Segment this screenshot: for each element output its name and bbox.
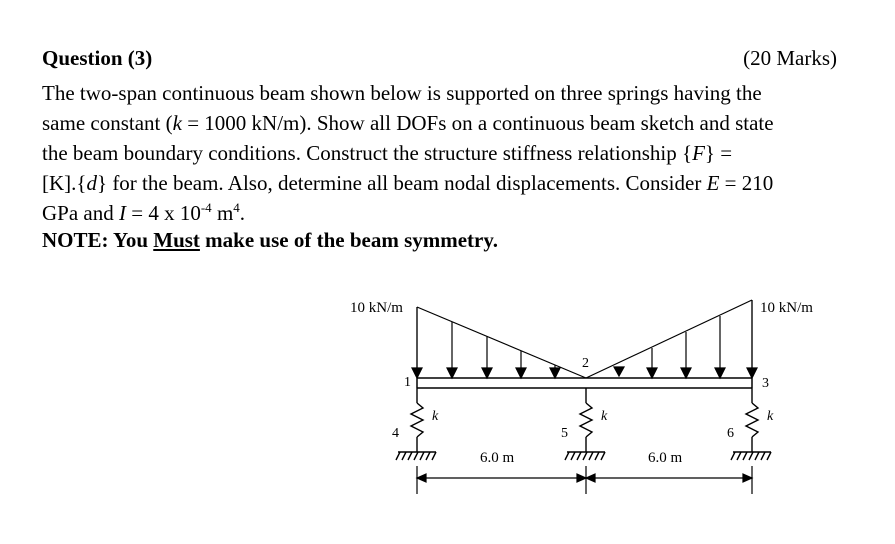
note-must: Must (153, 228, 200, 252)
spring-k-middle: k (601, 409, 608, 424)
load-arrow (481, 336, 493, 380)
spring-middle (564, 388, 606, 461)
span-label-right: 6.0 m (648, 450, 683, 466)
spring-k-right: k (767, 409, 774, 424)
spring-label-5: 5 (561, 426, 568, 441)
node-label-3: 3 (762, 376, 769, 391)
load-arrow (411, 307, 423, 380)
spring-left (395, 388, 437, 461)
problem-line-2: same constant (k = 1000 kN/m). Show all … (42, 111, 774, 135)
spring-label-6: 6 (727, 426, 734, 441)
load-arrow (515, 351, 527, 380)
load-arrow (646, 348, 658, 380)
problem-line-5: GPa and I = 4 x 10-4 m4. (42, 200, 246, 225)
spring-right (730, 388, 772, 461)
problem-statement: The two-span continuous beam shown below… (42, 78, 842, 228)
load-arrow (612, 366, 626, 378)
question-title: Question (3) (42, 46, 153, 70)
load-label-left: 10 kN/m (350, 300, 403, 316)
node-label-1: 1 (404, 375, 411, 390)
problem-line-4: [K].{d} for the beam. Also, determine al… (42, 171, 774, 195)
load-arrow (549, 365, 561, 380)
load-arrow (680, 332, 692, 380)
span-label-left: 6.0 m (480, 450, 515, 466)
load-arrow (446, 322, 458, 380)
beam (416, 377, 753, 389)
node-label-2: 2 (582, 356, 589, 371)
spring-label-4: 4 (392, 426, 399, 441)
load-arrow (746, 300, 758, 380)
question-marks: (20 Marks) (743, 46, 837, 70)
note-line: NOTE: You Must make use of the beam symm… (42, 228, 498, 252)
load-arrows (411, 300, 758, 380)
dimension-lines (415, 466, 754, 494)
problem-line-3: the beam boundary conditions. Construct … (42, 141, 733, 165)
problem-line-1: The two-span continuous beam shown below… (42, 81, 762, 105)
load-label-right: 10 kN/m (760, 300, 813, 316)
load-arrow (714, 316, 726, 380)
question-header: Question (3) (20 Marks) (42, 46, 837, 72)
spring-k-left: k (432, 409, 439, 424)
